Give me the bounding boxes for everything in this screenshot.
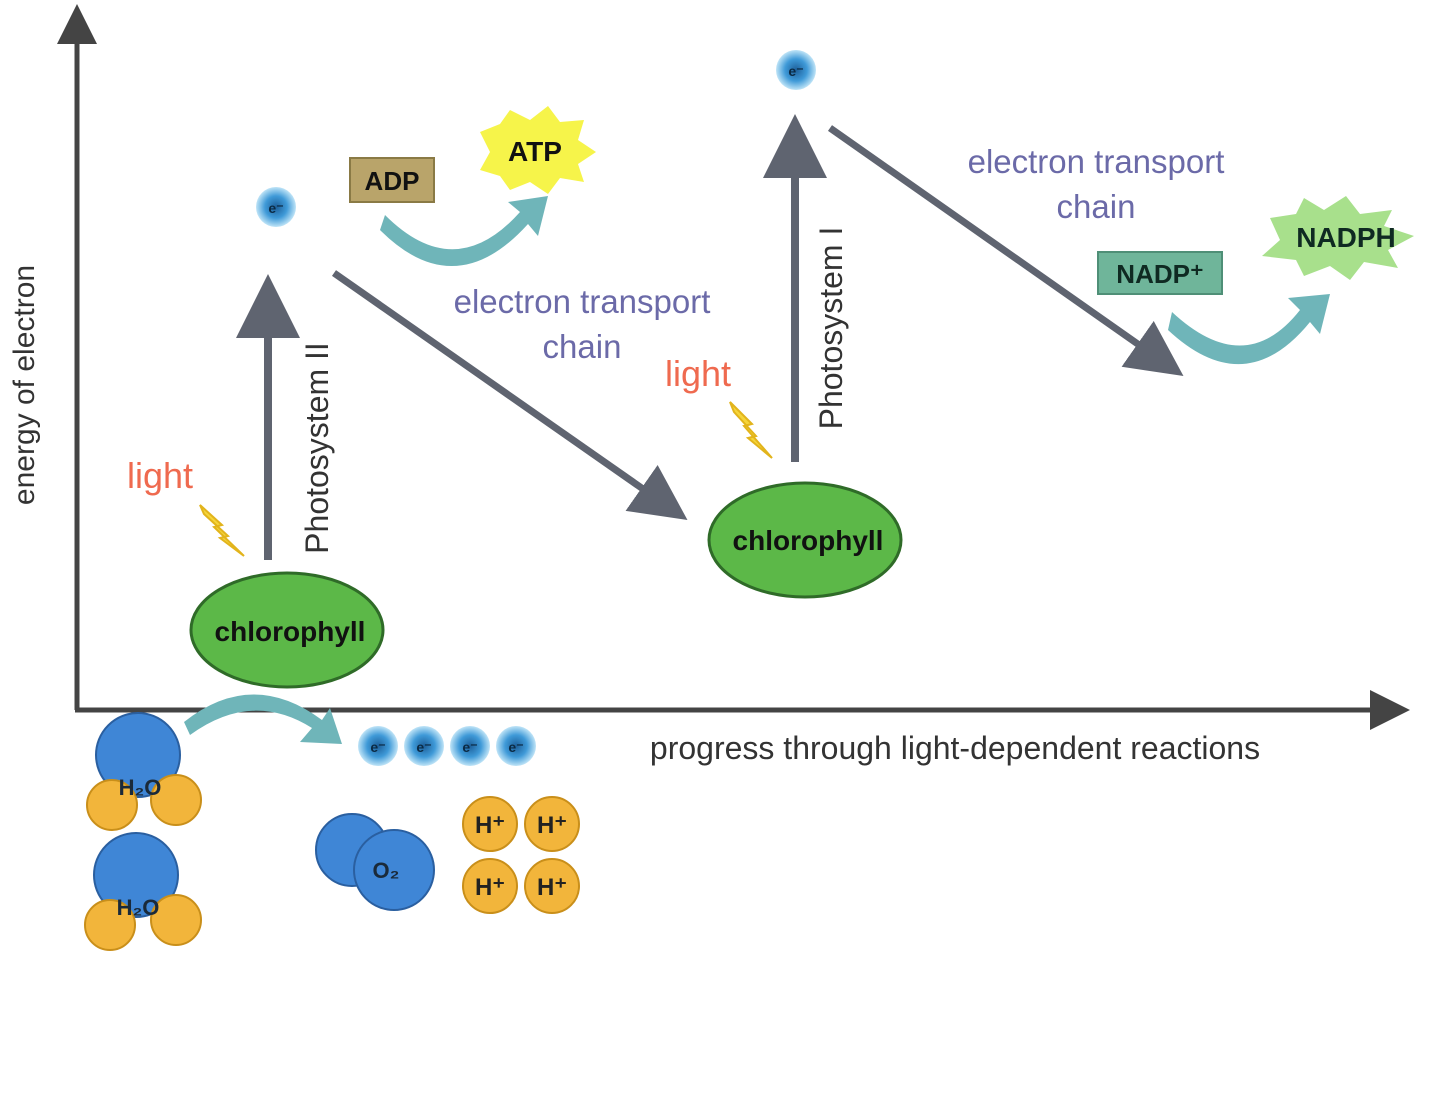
oxygen-molecule: O₂ (315, 813, 435, 911)
photosystem-ii-label: Photosystem II (299, 342, 335, 554)
nadp-nadph-curved-arrow (1168, 294, 1330, 365)
atp-star: ATP (480, 106, 596, 194)
oxygen-label: O₂ (373, 858, 400, 883)
etc-label-1-line2: chain (543, 328, 622, 365)
electron-label: e⁻ (788, 63, 803, 79)
nadph-label: NADPH (1296, 222, 1396, 253)
water-label: H₂O (119, 775, 162, 800)
water-molecule-2: H₂O (84, 832, 202, 951)
etc-label-1-line1: electron transport (454, 283, 711, 320)
nadp-label: NADP⁺ (1116, 259, 1203, 289)
etc-arrow-2 (827, 125, 1184, 377)
electron-label: e⁻ (370, 739, 385, 755)
proton-label: H⁺ (475, 874, 505, 901)
proton-label: H⁺ (537, 812, 567, 839)
water-splitting-curved-arrow (184, 694, 342, 744)
adp-box: ADP (349, 157, 435, 203)
chlorophyll-ps1: chlorophyll (707, 481, 903, 599)
chlorophyll-ps2: chlorophyll (189, 571, 385, 689)
electron-released-2: e⁻ (404, 726, 444, 766)
light-label-2: light (665, 353, 731, 394)
chlorophyll-ps1-label: chlorophyll (733, 525, 884, 556)
light-label-1: light (127, 455, 193, 496)
atp-label: ATP (508, 136, 562, 167)
released-electrons: e⁻ e⁻ e⁻ e⁻ (358, 726, 536, 766)
etc-label-2-line1: electron transport (968, 143, 1225, 180)
proton-1: H⁺ (462, 796, 518, 852)
etc-label-2-line2: chain (1057, 188, 1136, 225)
electron-ps1-top: e⁻ (776, 50, 816, 90)
photosystem-i-label: Photosystem I (813, 227, 849, 430)
adp-atp-curved-arrow (380, 196, 548, 267)
adp-label: ADP (365, 166, 420, 196)
water-label: H₂O (117, 895, 160, 920)
y-axis-label: energy of electron (8, 265, 41, 505)
electron-released-1: e⁻ (358, 726, 398, 766)
etc-arrow-1 (331, 270, 688, 521)
proton-label: H⁺ (475, 812, 505, 839)
proton-2: H⁺ (524, 796, 580, 852)
electron-released-4: e⁻ (496, 726, 536, 766)
chlorophyll-ps2-label: chlorophyll (215, 616, 366, 647)
proton-3: H⁺ (462, 858, 518, 914)
nadp-box: NADP⁺ (1097, 251, 1223, 295)
nadph-star: NADPH (1262, 196, 1414, 280)
lightning-bolt-icon-2 (729, 401, 773, 459)
x-axis-label: progress through light-dependent reactio… (650, 730, 1260, 766)
proton-label: H⁺ (537, 874, 567, 901)
protons: H⁺ H⁺ H⁺ H⁺ (462, 796, 580, 914)
electron-label: e⁻ (416, 739, 431, 755)
proton-4: H⁺ (524, 858, 580, 914)
electron-label: e⁻ (268, 200, 283, 216)
lightning-bolt-icon-1 (199, 504, 245, 557)
electron-ps2-top: e⁻ (256, 187, 296, 227)
electron-label: e⁻ (508, 739, 523, 755)
electron-label: e⁻ (462, 739, 477, 755)
electron-released-3: e⁻ (450, 726, 490, 766)
water-molecule-1: H₂O (86, 712, 202, 831)
